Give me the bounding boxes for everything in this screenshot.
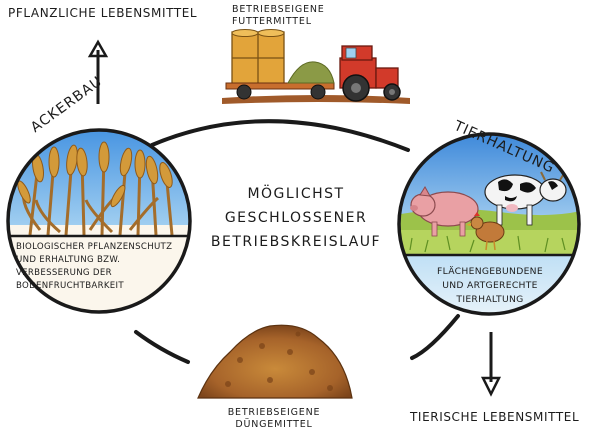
chicken-icon xyxy=(466,212,505,251)
cycle-title-line-3: Betriebskreislauf xyxy=(210,234,382,250)
fertilizer-title: Betriebseigene Düngemittel xyxy=(214,407,334,431)
feed-title: Betriebseigene Futtermittel xyxy=(232,4,325,28)
pig-icon xyxy=(410,186,479,237)
plant-food-label: Pflanzliche Lebensmittel xyxy=(8,6,198,20)
field-caption-line-3: Verbesserung der xyxy=(16,268,112,278)
husbandry-caption-line-1: Flächengebundene xyxy=(437,266,543,277)
tractor-icon xyxy=(222,29,410,104)
field-caption-line-2: und Erhaltung bzw. xyxy=(16,255,121,265)
manure-pile-icon xyxy=(197,324,353,399)
husbandry-caption-line-3: Tierhaltung xyxy=(456,294,524,305)
hay-bale-icon xyxy=(231,29,285,85)
field-caption-line-1: Biologischer Pflanzenschutz xyxy=(16,242,173,252)
feed-title-line-1: Betriebseigene xyxy=(232,4,325,15)
field-circle xyxy=(8,130,190,312)
cycle-title-line-1: Möglichst xyxy=(247,186,345,202)
pasture-circle xyxy=(399,134,579,314)
fertilizer-title-line-2: Düngemittel xyxy=(235,419,313,430)
cycle-arc-left xyxy=(134,330,190,364)
animal-food-label: Tierische Lebensmittel xyxy=(410,410,580,424)
husbandry-caption: Flächengebundene und artgerechte Tierhal… xyxy=(420,265,560,307)
cycle-title-line-2: geschlossener xyxy=(224,210,368,226)
arrow-up-icon xyxy=(87,39,109,104)
field-caption: Biologischer Pflanzenschutz und Erhaltun… xyxy=(16,241,188,293)
arrow-down-icon xyxy=(480,332,502,397)
field-caption-line-4: Bodenfruchtbarkeit xyxy=(16,281,124,291)
cycle-arc-right xyxy=(410,314,460,360)
cow-icon xyxy=(484,171,567,226)
fertilizer-title-line-1: Betriebseigene xyxy=(227,407,321,418)
husbandry-caption-line-2: und artgerechte xyxy=(442,280,538,291)
cycle-arc-top xyxy=(150,119,410,152)
feed-title-line-2: Futtermittel xyxy=(232,16,312,27)
cycle-title: Möglichst geschlossener Betriebskreislau… xyxy=(206,182,386,254)
